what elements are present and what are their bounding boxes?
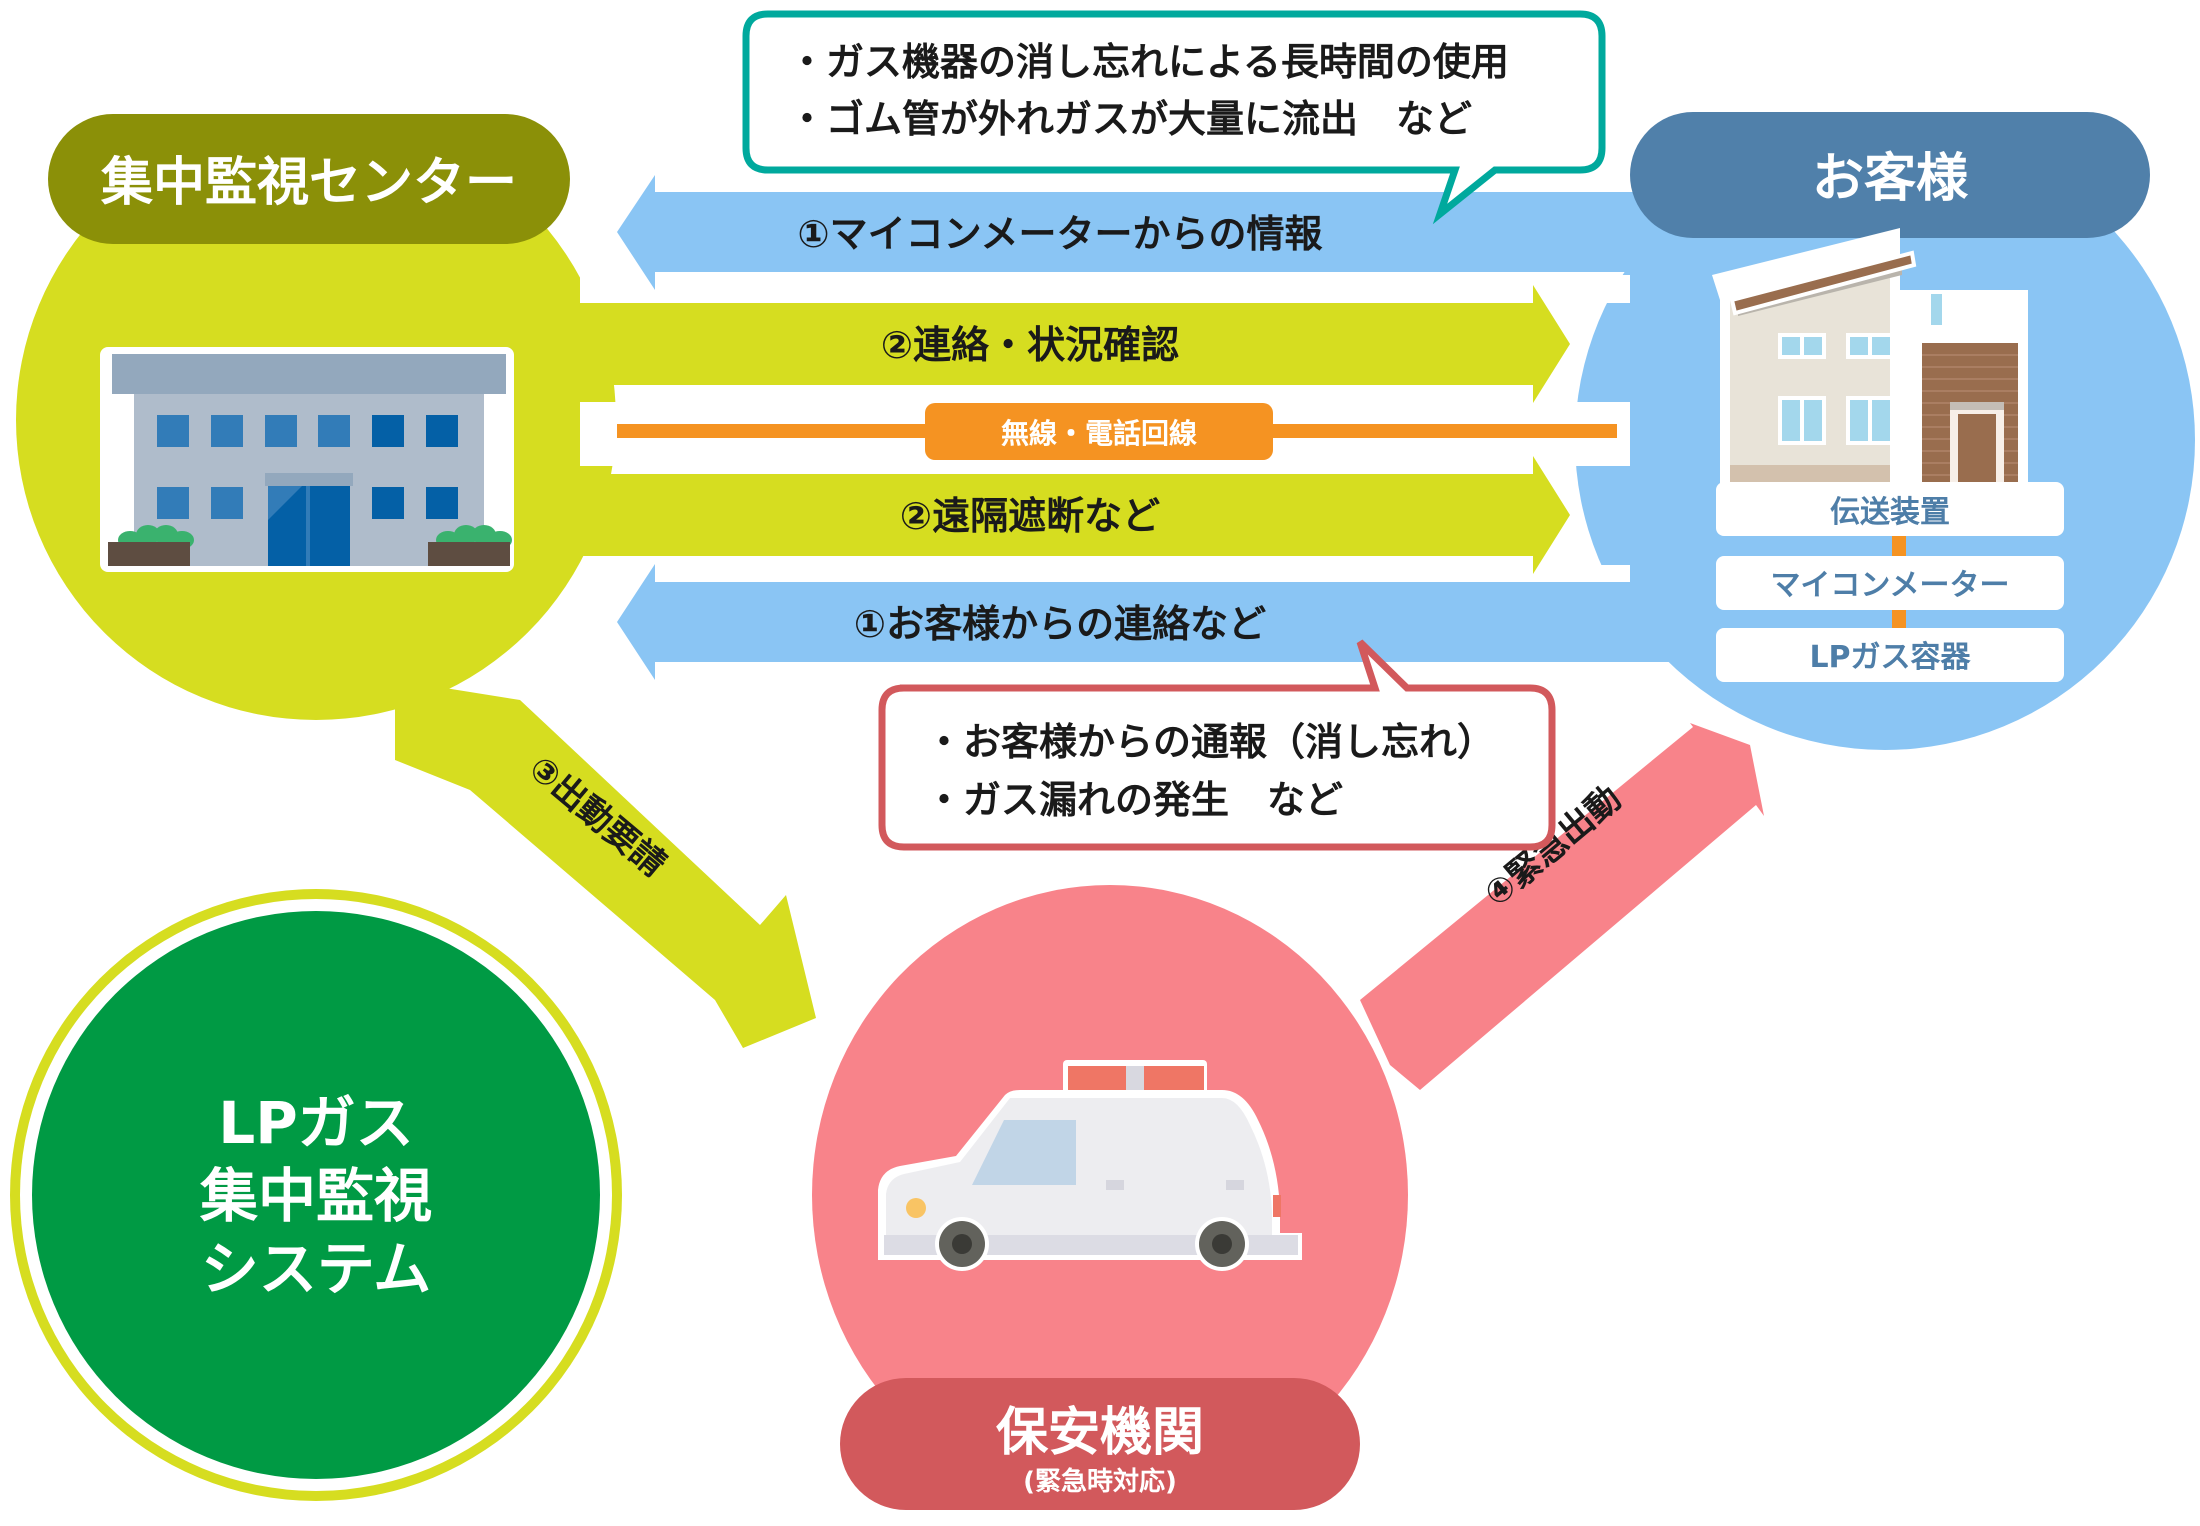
bubble-customer-examples-line-2: ・ガス漏れの発生 など <box>925 778 1343 822</box>
system-badge-disc <box>32 911 600 1479</box>
house-icon <box>1712 228 2028 485</box>
communication-line-badge <box>925 403 1273 460</box>
bubble-customer-examples: ・お客様からの通報（消し忘れ） ・ガス漏れの発生 など <box>878 639 1556 851</box>
equipment-item-meter <box>1716 556 2064 610</box>
arrow-meter-info-label: ①マイコンメーターからの情報 <box>797 212 1322 256</box>
security-title: 保安機関 <box>996 1403 1204 1463</box>
office-building-icon <box>100 347 514 572</box>
arrow-customer-contact-label: ①お客様からの連絡など <box>854 602 1266 646</box>
system-badge-line-1: LPガス <box>218 1089 413 1157</box>
arrow-contact-check <box>560 285 1570 403</box>
center-title: 集中監視センター <box>100 153 517 213</box>
arrow-remote-shutoff <box>560 456 1570 574</box>
customer-title: お客様 <box>1812 149 1969 209</box>
system-badge: LPガス 集中監視 システム <box>10 889 622 1501</box>
communication-line-label: 無線・電話回線 <box>1001 417 1197 450</box>
arrow-contact-check-label: ②連絡・状況確認 <box>881 323 1179 367</box>
system-badge-line-3: システム <box>201 1235 431 1303</box>
bubble-customer-examples-frame <box>878 639 1556 851</box>
customer-title-pill: お客様 <box>1630 112 2150 238</box>
patrol-car-icon <box>878 1060 1302 1271</box>
security-subtitle: (緊急時対応) <box>1023 1466 1177 1497</box>
bubble-customer-examples-line-1: ・お客様からの通報（消し忘れ） <box>925 720 1495 764</box>
equipment-item-transmitter <box>1716 482 2064 536</box>
system-badge-line-2: 集中監視 <box>199 1162 432 1230</box>
planter-right <box>428 525 512 566</box>
arrow-meter-info <box>617 175 1660 290</box>
bubble-meter-examples: ・ガス機器の消し忘れによる長時間の使用 ・ゴム管が外れガスが大量に流出 など <box>742 10 1606 225</box>
arrow-customer-contact <box>617 564 1700 680</box>
equipment-item-meter-label: マイコンメーター <box>1770 568 2009 603</box>
equipment-item-cylinder <box>1716 628 2064 682</box>
arrow-remote-shutoff-label: ②遠隔遮断など <box>900 494 1160 538</box>
equipment-item-cylinder-label: LPガス容器 <box>1809 640 1971 675</box>
planter-left <box>108 525 194 566</box>
equipment-item-transmitter-label: 伝送装置 <box>1830 495 1950 530</box>
security-title-pill: 保安機関 (緊急時対応) <box>840 1378 1360 1510</box>
bubble-meter-examples-frame <box>742 10 1606 225</box>
bubble-meter-examples-line-1: ・ガス機器の消し忘れによる長時間の使用 <box>788 40 1509 84</box>
bubble-meter-examples-line-2: ・ゴム管が外れガスが大量に流出 など <box>788 97 1472 141</box>
center-title-pill: 集中監視センター <box>48 114 570 244</box>
customer-equipment-stack: 伝送装置 マイコンメーター LPガス容器 <box>1716 482 2064 682</box>
